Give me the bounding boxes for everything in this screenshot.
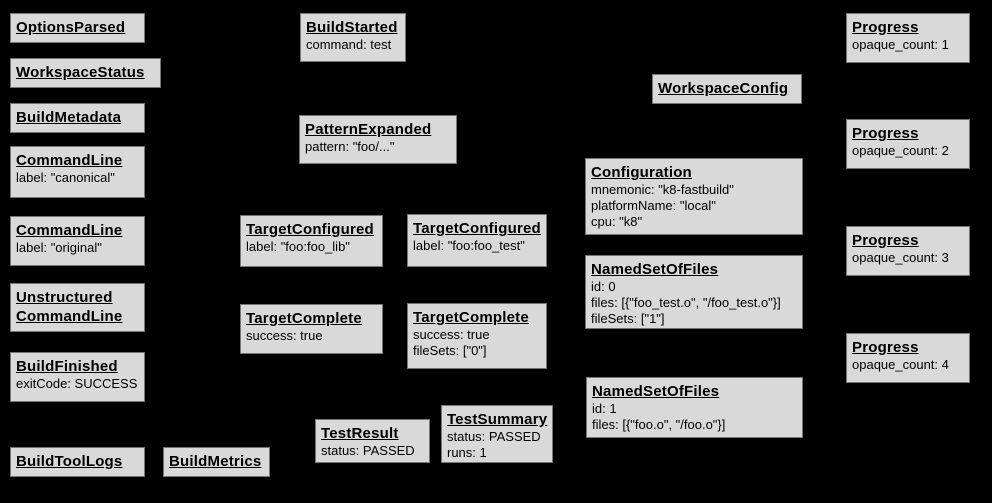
event-field: files: [{"foo_test.o", "/foo_test.o"}] <box>591 295 781 310</box>
event-title: TestSummary <box>447 411 548 428</box>
event-box-target-complete-foo-test: TargetComplete success: true fileSets: [… <box>407 303 547 369</box>
event-field: id: 1 <box>592 401 617 416</box>
event-title: BuildToolLogs <box>16 453 123 470</box>
event-title: TestResult <box>321 425 399 442</box>
event-field: opaque_count: 3 <box>852 250 949 265</box>
event-box-progress-2: Progress opaque_count: 2 <box>846 119 970 169</box>
event-field: status: PASSED <box>321 443 415 458</box>
event-title: BuildFinished <box>16 358 118 375</box>
event-box-unstructured-command-line: Unstructured CommandLine <box>10 283 145 332</box>
event-field: command: test <box>306 37 392 52</box>
event-title: NamedSetOfFiles <box>591 261 719 278</box>
event-box-named-set-of-files-0: NamedSetOfFiles id: 0 files: [{"foo_test… <box>585 255 803 329</box>
event-field: label: "foo:foo_test" <box>413 238 525 253</box>
event-title: TargetComplete <box>246 310 362 327</box>
event-title: Progress <box>852 232 919 249</box>
event-title: TargetComplete <box>413 309 529 326</box>
event-title: OptionsParsed <box>16 19 126 36</box>
event-field: mnemonic: "k8-fastbuild" <box>591 182 734 197</box>
event-title: PatternExpanded <box>305 121 432 138</box>
event-box-configuration: Configuration mnemonic: "k8-fastbuild" p… <box>585 158 803 235</box>
event-title: NamedSetOfFiles <box>592 383 720 400</box>
event-field: label: "canonical" <box>16 170 115 185</box>
event-box-options-parsed: OptionsParsed <box>10 13 145 43</box>
event-field: pattern: "foo/..." <box>305 139 395 154</box>
event-field: opaque_count: 1 <box>852 37 949 52</box>
event-field: fileSets: ["0"] <box>413 343 487 358</box>
event-box-progress-1: Progress opaque_count: 1 <box>846 13 970 63</box>
event-field: cpu: "k8" <box>591 214 643 229</box>
event-box-target-complete-foo-lib: TargetComplete success: true <box>240 304 383 354</box>
event-title: Progress <box>852 19 919 36</box>
event-title: Configuration <box>591 164 692 181</box>
event-field: status: PASSED <box>447 429 541 444</box>
event-box-progress-3: Progress opaque_count: 3 <box>846 226 970 276</box>
event-field: success: true <box>413 327 490 342</box>
event-field: fileSets: ["1"] <box>591 311 665 326</box>
event-title: Progress <box>852 339 919 356</box>
event-box-build-tool-logs: BuildToolLogs <box>10 447 145 477</box>
event-box-workspace-config: WorkspaceConfig <box>652 74 802 104</box>
event-title: WorkspaceConfig <box>658 80 789 97</box>
event-box-build-started: BuildStarted command: test <box>300 13 406 62</box>
event-field: files: [{"foo.o", "/foo.o"}] <box>592 417 726 432</box>
event-field: platformName: "local" <box>591 198 716 213</box>
event-title: CommandLine <box>16 152 123 169</box>
event-title: BuildStarted <box>306 19 398 36</box>
event-box-target-configured-foo-lib: TargetConfigured label: "foo:foo_lib" <box>240 215 383 267</box>
event-box-test-result: TestResult status: PASSED <box>315 419 430 463</box>
event-box-command-line-canonical: CommandLine label: "canonical" <box>10 146 145 198</box>
event-field: label: "original" <box>16 240 102 255</box>
event-box-named-set-of-files-1: NamedSetOfFiles id: 1 files: [{"foo.o", … <box>586 377 803 438</box>
event-title: TargetConfigured <box>246 221 374 238</box>
event-box-command-line-original: CommandLine label: "original" <box>10 216 145 266</box>
event-field: opaque_count: 2 <box>852 143 949 158</box>
event-box-build-metadata: BuildMetadata <box>10 103 145 133</box>
event-box-target-configured-foo-test: TargetConfigured label: "foo:foo_test" <box>407 214 547 267</box>
event-box-build-metrics: BuildMetrics <box>163 447 270 477</box>
event-field: runs: 1 <box>447 445 487 460</box>
event-field: label: "foo:foo_lib" <box>246 239 350 254</box>
event-field: success: true <box>246 328 323 343</box>
event-title: Unstructured CommandLine <box>16 289 123 325</box>
event-title: Progress <box>852 125 919 142</box>
event-box-test-summary: TestSummary status: PASSED runs: 1 <box>441 405 553 463</box>
event-title: CommandLine <box>16 222 123 239</box>
event-field: exitCode: SUCCESS <box>16 376 138 391</box>
event-field: opaque_count: 4 <box>852 357 949 372</box>
event-title: BuildMetrics <box>169 453 262 470</box>
event-box-workspace-status: WorkspaceStatus <box>10 58 161 88</box>
event-box-progress-4: Progress opaque_count: 4 <box>846 333 970 383</box>
event-field: id: 0 <box>591 279 616 294</box>
event-box-pattern-expanded: PatternExpanded pattern: "foo/..." <box>299 115 457 164</box>
event-title: BuildMetadata <box>16 109 122 126</box>
event-title: TargetConfigured <box>413 220 541 237</box>
event-box-build-finished: BuildFinished exitCode: SUCCESS <box>10 352 145 402</box>
event-title: WorkspaceStatus <box>16 64 145 81</box>
